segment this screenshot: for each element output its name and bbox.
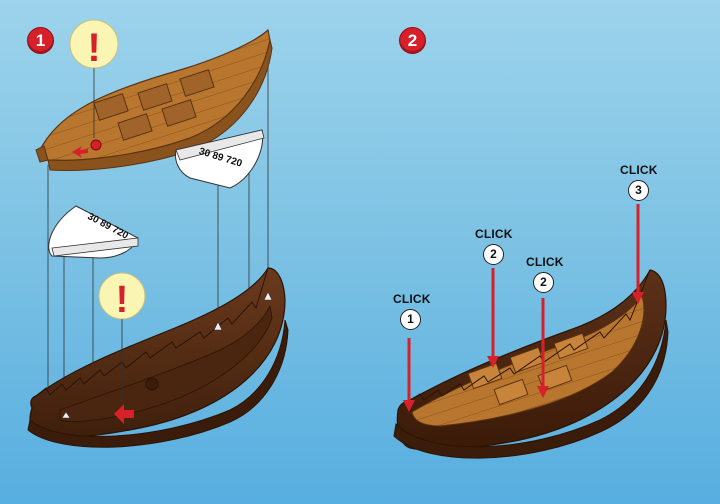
sail-part-left: 30 89 720	[48, 205, 139, 259]
click-label: CLICK	[526, 255, 564, 269]
warning-exclamation-icon: !	[116, 279, 129, 321]
step-number-badge: 2	[399, 27, 426, 54]
click-order-number: 2	[533, 272, 554, 293]
deck-part	[35, 28, 273, 171]
click-order-number: 2	[483, 244, 504, 265]
step-number-badge: 1	[27, 27, 54, 54]
click-order-number: 1	[400, 309, 421, 330]
click-arrows	[403, 204, 644, 412]
click-order-number: 3	[628, 180, 649, 201]
assembled-boat	[393, 269, 669, 459]
hull-part-step1	[27, 267, 289, 448]
guide-lines-step1	[47, 50, 269, 420]
click-label: CLICK	[620, 163, 658, 177]
warning-circle-top: !	[69, 19, 119, 138]
warning-circle-bottom: !	[98, 272, 146, 404]
warning-exclamation-icon: !	[87, 26, 100, 70]
click-label: CLICK	[393, 292, 431, 306]
sail-part-right: 30 89 720	[175, 129, 265, 189]
click-label: CLICK	[475, 227, 513, 241]
